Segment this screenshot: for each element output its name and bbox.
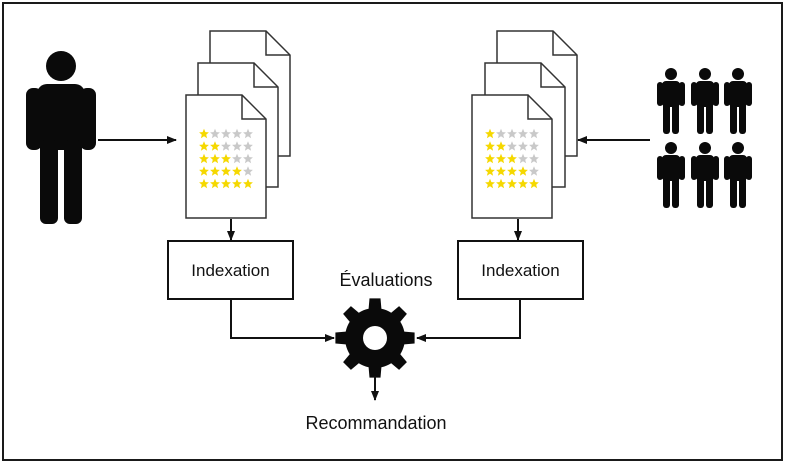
person-icon [691,142,719,208]
star-empty-icon [518,153,528,164]
star-empty-icon [210,128,220,139]
index-label-right: Indexation [481,261,560,280]
recommendation-label: Recommandation [305,413,447,433]
star-empty-icon [529,166,539,176]
star-empty-icon [518,128,528,139]
gear-icon [335,298,415,378]
star-filled-icon [485,178,495,189]
star-filled-icon [507,153,517,164]
star-filled-icon [496,166,506,176]
star-empty-icon [232,141,242,151]
star-empty-icon [232,128,242,139]
star-filled-icon [496,153,506,164]
star-filled-icon [518,166,528,176]
user-group-icon [657,68,752,208]
document-stack-left [185,30,291,219]
star-empty-icon [529,141,539,151]
star-empty-icon [529,153,539,164]
person-icon [657,142,685,208]
star-empty-icon [221,141,231,151]
star-empty-icon [243,141,253,151]
star-filled-icon [221,153,231,164]
star-filled-icon [529,178,539,189]
star-filled-icon [496,141,506,151]
star-filled-icon [518,178,528,189]
star-empty-icon [529,128,539,139]
star-filled-icon [232,178,242,189]
star-empty-icon [243,153,253,164]
star-filled-icon [210,141,220,151]
star-filled-icon [199,128,209,139]
star-filled-icon [507,178,517,189]
star-filled-icon [485,128,495,139]
star-filled-icon [210,166,220,176]
star-empty-icon [232,153,242,164]
star-filled-icon [221,178,231,189]
star-filled-icon [199,153,209,164]
star-empty-icon [243,166,253,176]
star-empty-icon [243,128,253,139]
person-icon [724,142,752,208]
person-icon [691,68,719,134]
star-filled-icon [507,166,517,176]
star-filled-icon [199,141,209,151]
star-filled-icon [221,166,231,176]
star-filled-icon [210,153,220,164]
star-filled-icon [199,166,209,176]
star-filled-icon [232,166,242,176]
document-stack-right [471,30,578,219]
star-empty-icon [507,141,517,151]
star-filled-icon [210,178,220,189]
arrow-index-left-to-gear [230,300,335,342]
rating-matrix-left [199,128,253,189]
evaluations-label: Évaluations [339,270,433,290]
star-empty-icon [221,128,231,139]
arrow-index-right-to-gear [416,300,521,342]
star-empty-icon [496,128,506,139]
rating-matrix-right [485,128,539,189]
index-box-left [167,240,294,300]
index-label-left: Indexation [191,261,270,280]
star-filled-icon [496,178,506,189]
star-filled-icon [243,178,253,189]
star-empty-icon [507,128,517,139]
single-user-icon [26,51,96,224]
index-box-right [457,240,584,300]
star-filled-icon [199,178,209,189]
star-filled-icon [485,141,495,151]
star-filled-icon [485,166,495,176]
star-empty-icon [518,141,528,151]
person-icon [724,68,752,134]
star-filled-icon [485,153,495,164]
person-icon [657,68,685,134]
